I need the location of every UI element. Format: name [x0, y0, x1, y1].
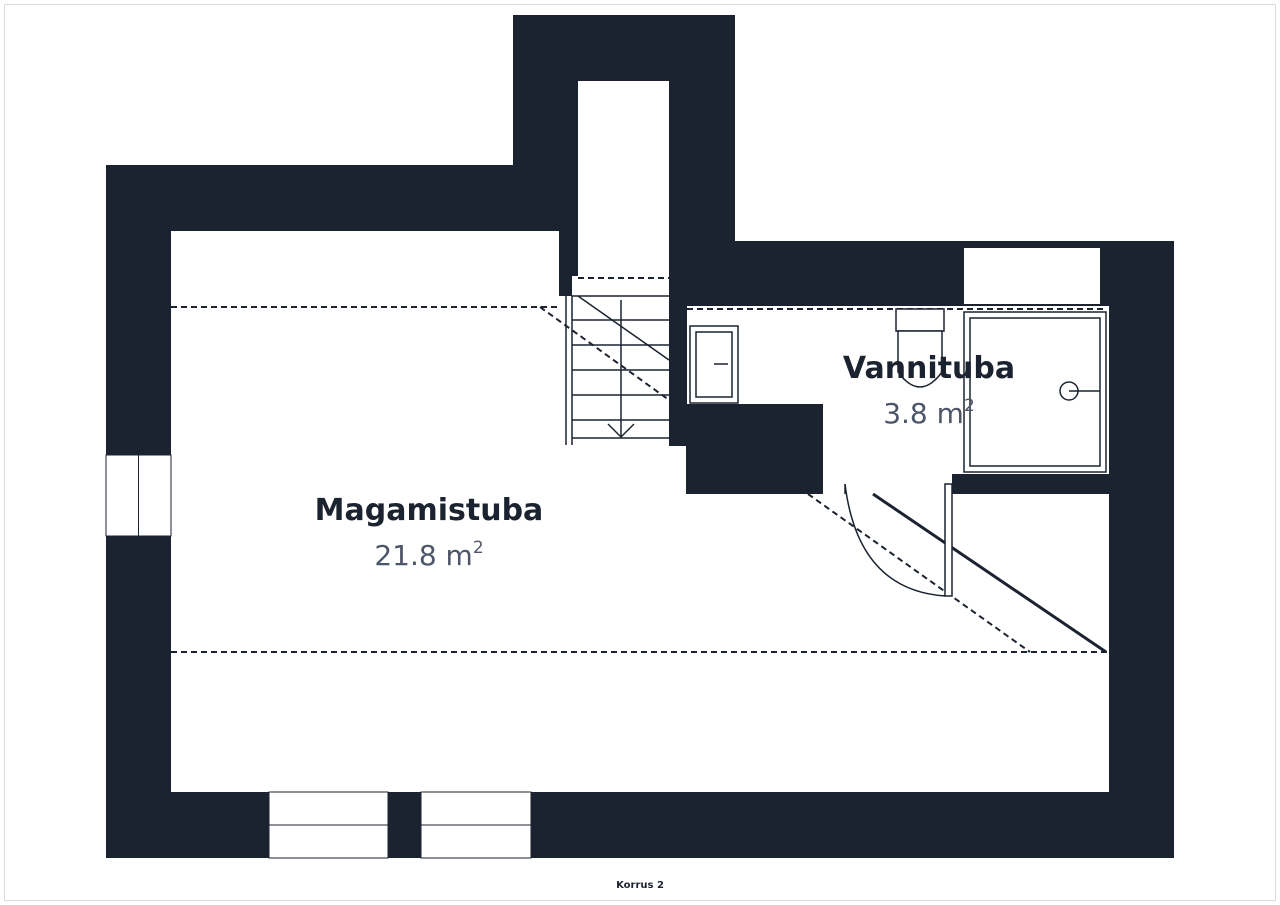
floor-label: Korrus 2	[616, 880, 664, 891]
shower-area	[952, 306, 1109, 474]
room-area: 21.8 m2	[374, 538, 483, 572]
bathroom-lower-block	[686, 404, 823, 494]
toilet-icon	[895, 308, 945, 388]
bathroom-bottom-wall	[952, 474, 1109, 494]
window-bottom-1	[268, 791, 389, 859]
fixtures	[689, 308, 1107, 473]
room-area-sup: 2	[964, 396, 975, 416]
room-label-bathroom: Vannituba 3.8 m2	[843, 351, 1015, 430]
window-bottom-2	[420, 791, 532, 859]
room-area-value: 3.8 m	[883, 397, 964, 430]
roof-edge-line	[872, 492, 1107, 654]
room-label-bedroom: Magamistuba 21.8 m2	[315, 493, 544, 572]
shower-drain-icon	[1059, 381, 1100, 401]
page-frame	[4, 4, 1276, 901]
door-swing-icon	[844, 483, 953, 597]
skylight-box	[964, 248, 1100, 304]
room-area-sup: 2	[473, 538, 484, 558]
shower-tray	[963, 311, 1107, 473]
staircase	[565, 295, 670, 445]
bathroom-left-wall	[669, 296, 687, 446]
window-left	[105, 454, 172, 537]
staircase-arrow-icon	[607, 300, 635, 439]
windows	[105, 454, 532, 859]
walls	[106, 15, 1174, 858]
room-area: 3.8 m2	[883, 396, 975, 430]
sink-icon	[689, 325, 739, 404]
shaft-void	[578, 81, 669, 277]
room-area-value: 21.8 m	[374, 539, 473, 572]
room-name: Vannituba	[843, 351, 1015, 386]
room-name: Magamistuba	[315, 493, 544, 528]
bathroom-floor-lower	[823, 404, 952, 494]
wall-outline	[106, 15, 1174, 858]
